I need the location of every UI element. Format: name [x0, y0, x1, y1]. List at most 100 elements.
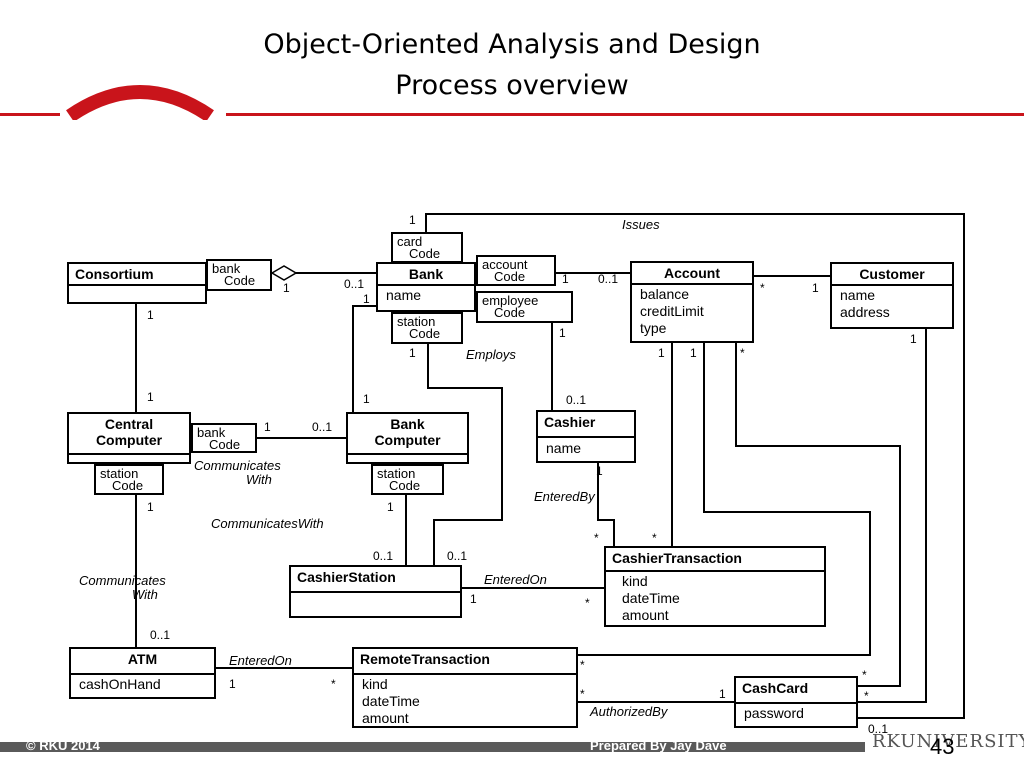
- mult-rt-card-1: 1: [719, 687, 726, 701]
- assoc-label-employs: Employs: [466, 347, 516, 362]
- mult-account-rt-1: 1: [690, 346, 697, 360]
- class-attr: amount: [622, 607, 669, 623]
- class-attr: kind: [362, 676, 388, 692]
- mult-consortium-bank-1: 1: [283, 281, 290, 295]
- mult-bankcomp-station-1: 1: [387, 500, 394, 514]
- class-name: Central Computer: [95, 416, 163, 448]
- mult-bank-account-1: 1: [562, 272, 569, 286]
- header-rule-right: [226, 113, 1024, 116]
- mult-consortium-bank-01: 0..1: [344, 277, 365, 291]
- class-atm: ATM cashOnHand: [69, 647, 216, 699]
- mult-customer-card-1: 1: [910, 332, 917, 346]
- mult-account-ct-many: *: [652, 531, 657, 545]
- footer-author: Prepared By Jay Dave: [590, 738, 727, 753]
- class-attr: dateTime: [362, 693, 420, 709]
- mult-consortium-central-1b: 1: [147, 390, 154, 404]
- mult-account-card-many-2: *: [862, 668, 867, 682]
- class-bank-computer: Bank Computer: [346, 412, 469, 464]
- class-attr: creditLimit: [640, 303, 704, 319]
- class-bank: Bank name: [376, 262, 476, 312]
- mult-bank-station-01: 0..1: [447, 549, 468, 563]
- mult-consortium-central-1a: 1: [147, 308, 154, 322]
- assoc-label-entered-by: EnteredBy: [534, 489, 595, 504]
- class-name: Bank Computer: [374, 416, 441, 448]
- aggregation-diamond: [270, 265, 298, 281]
- assoc-label-communicates-with-3b: With: [132, 587, 158, 602]
- class-attr: balance: [640, 286, 690, 302]
- assoc-label-communicates-with-3: Communicates: [79, 573, 166, 588]
- class-customer: Customer name address: [830, 262, 954, 329]
- assoc-label-communicates-with-2: CommunicatesWith: [211, 516, 324, 531]
- mult-employee-1: 1: [559, 326, 566, 340]
- assoc-label-issues: Issues: [622, 217, 660, 232]
- assoc-label-communicates-with-1: Communicates: [194, 458, 281, 473]
- assoc-label-communicates-with-1b: With: [246, 472, 272, 487]
- class-attr: kind: [622, 573, 648, 589]
- class-attr: dateTime: [622, 590, 680, 606]
- mult-account-card-many: *: [740, 346, 745, 360]
- class-attr: type: [640, 320, 667, 336]
- class-name: Consortium: [75, 266, 154, 282]
- assoc-label-entered-on-1: EnteredOn: [484, 572, 547, 587]
- class-cashier-station: CashierStation: [289, 565, 462, 618]
- class-name: CashierStation: [297, 569, 396, 585]
- class-name: Account: [664, 265, 720, 281]
- assoc-label-authorized-by: AuthorizedBy: [590, 704, 668, 719]
- class-central-computer: Central Computer: [67, 412, 191, 464]
- page-number: 43: [930, 734, 955, 759]
- mult-account-ct-1: 1: [658, 346, 665, 360]
- class-name: Bank: [408, 266, 444, 282]
- class-name: Cashier: [544, 414, 596, 430]
- header-arc-decoration: [66, 85, 214, 120]
- class-attr: name: [546, 440, 582, 456]
- class-cashier: Cashier name: [536, 410, 636, 463]
- mult-station-ct-1: 1: [470, 592, 477, 606]
- class-name: RemoteTransaction: [360, 651, 490, 667]
- mult-customer-card-many: *: [864, 689, 869, 703]
- title-line-2: Process overview: [395, 70, 629, 101]
- slide-footer: © RKU 2014 Prepared By Jay Dave: [0, 738, 1024, 754]
- class-attr: cashOnHand: [79, 676, 161, 692]
- mult-bank-bankcomp-1: 1: [363, 392, 370, 406]
- class-remote-transaction: RemoteTransaction kind dateTime amount: [352, 647, 578, 728]
- mult-rt-card-many: *: [580, 687, 585, 701]
- mult-account-customer-1: 1: [812, 281, 819, 295]
- mult-central-atm-1: 1: [147, 500, 154, 514]
- footer-copyright: © RKU 2014: [26, 738, 100, 753]
- class-attr: address: [840, 304, 890, 320]
- mult-bankcomp-station-01: 0..1: [373, 549, 394, 563]
- mult-account-rt-many: *: [580, 658, 585, 672]
- mult-bank-account-01: 0..1: [598, 272, 619, 286]
- class-cashier-transaction: CashierTransaction kind dateTime amount: [604, 546, 826, 627]
- class-cash-card: CashCard password: [734, 676, 858, 728]
- mult-atm-rt-many: *: [331, 677, 336, 691]
- class-name: CashCard: [742, 680, 809, 696]
- mult-cashier-01: 0..1: [566, 393, 587, 407]
- assoc-label-entered-on-2: EnteredOn: [229, 653, 292, 668]
- class-account: Account balance creditLimit type: [630, 261, 754, 343]
- mult-central-bankcomp-1: 1: [264, 420, 271, 434]
- class-name: CashierTransaction: [612, 550, 742, 566]
- mult-central-atm-01: 0..1: [150, 628, 171, 642]
- class-attr: name: [840, 287, 876, 303]
- mult-bank-left-1: 1: [363, 292, 370, 306]
- mult-atm-rt-1: 1: [229, 677, 236, 691]
- class-attr: password: [744, 705, 804, 721]
- mult-cashier-ct-1: 1: [596, 464, 603, 478]
- mult-station-ct-many: *: [585, 596, 590, 610]
- class-attr: name: [386, 287, 422, 303]
- mult-cashier-ct-many: *: [594, 531, 599, 545]
- university-logo: RKUNIVERSITY: [872, 731, 1024, 752]
- mult-bank-station-1: 1: [409, 346, 416, 360]
- mult-issues-card-01: 0..1: [868, 722, 889, 736]
- mult-account-customer-many: *: [760, 281, 765, 295]
- mult-issues-bank: 1: [409, 213, 416, 227]
- class-name: Customer: [859, 266, 925, 282]
- class-attr: amount: [362, 710, 409, 726]
